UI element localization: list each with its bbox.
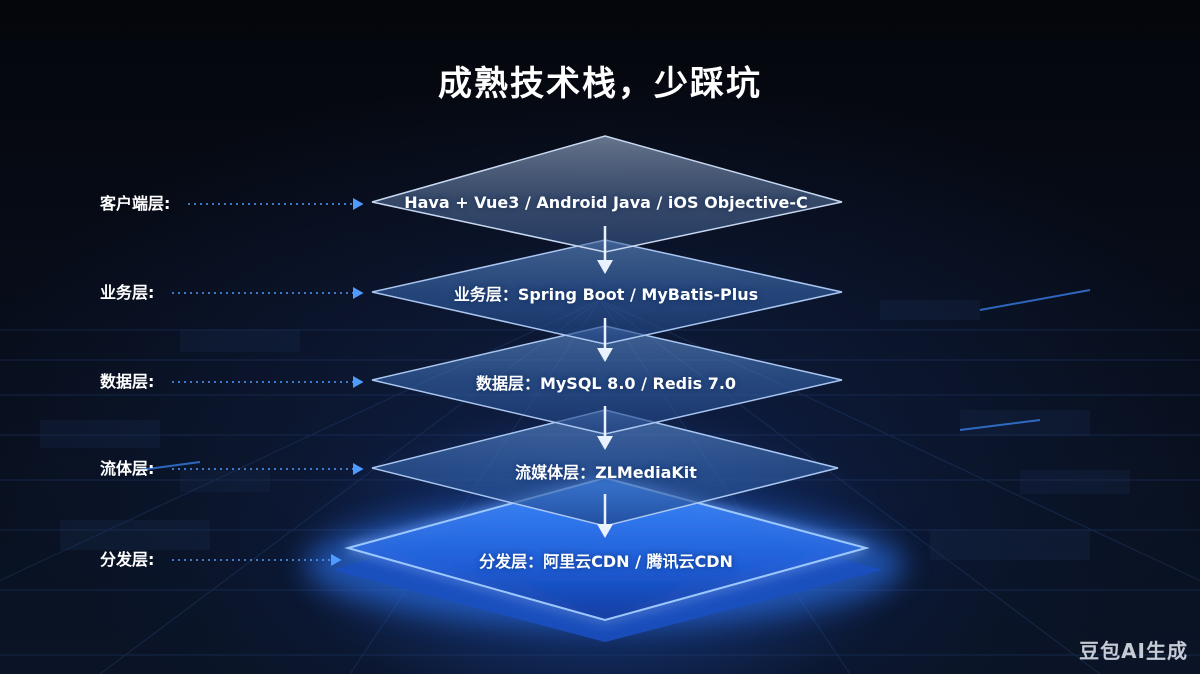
side-label-stream: 流体层: bbox=[100, 459, 155, 478]
layer-text-stream: 流媒体层：ZLMediaKit bbox=[515, 463, 697, 482]
down-arrow-icon bbox=[597, 406, 613, 450]
side-label-data: 数据层: bbox=[100, 372, 155, 391]
circuit-highlights bbox=[139, 289, 1091, 471]
page-title: 成熟技术栈，少踩坑 bbox=[438, 64, 762, 104]
side-label-client: 客户端层: bbox=[100, 194, 171, 213]
down-arrow-icon bbox=[597, 494, 613, 538]
circuit-blocks bbox=[40, 300, 1130, 560]
side-label-distribution: 分发层: bbox=[100, 550, 155, 569]
layer-text-distribution: 分发层：阿里云CDN / 腾讯云CDN bbox=[479, 552, 733, 571]
layer-text-business: 业务层：Spring Boot / MyBatis-Plus bbox=[453, 285, 759, 304]
down-arrow-icon bbox=[597, 226, 613, 274]
layer-text-data: 数据层：MySQL 8.0 / Redis 7.0 bbox=[475, 374, 737, 393]
side-label-business: 业务层: bbox=[100, 283, 155, 302]
dotted-arrow-icon bbox=[172, 198, 364, 566]
layer-text-client: Hava + Vue3 / Android Java / iOS Objecti… bbox=[404, 193, 808, 212]
layer-plate-5 bbox=[344, 476, 870, 622]
down-arrow-icon bbox=[597, 318, 613, 362]
watermark: 豆包AI生成 bbox=[1079, 639, 1188, 663]
